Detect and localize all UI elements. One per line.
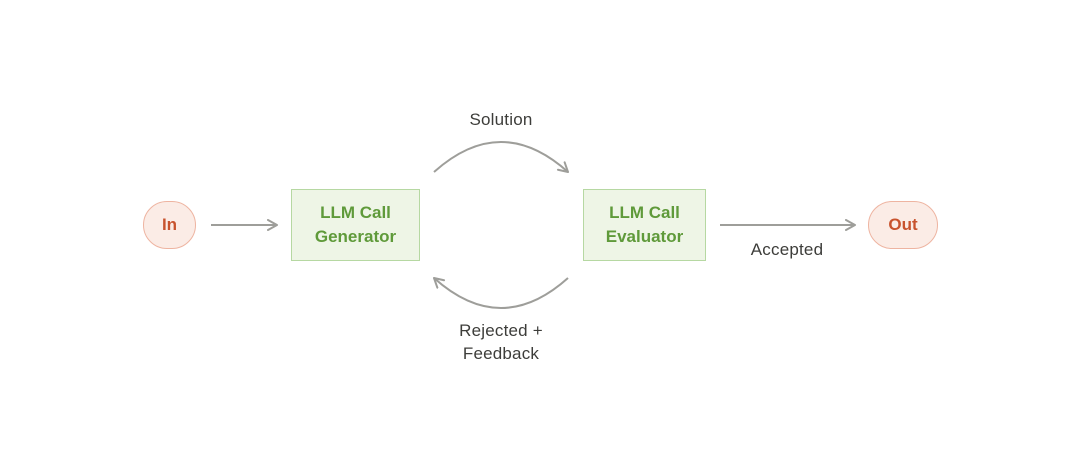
input-node: In: [143, 201, 196, 249]
accepted-label: Accepted: [750, 240, 824, 259]
generator-line2: Generator: [314, 227, 397, 246]
solution-label: Solution: [469, 110, 533, 129]
evaluator-line2: Evaluator: [605, 227, 684, 246]
output-node-label: Out: [888, 215, 918, 234]
input-node-label: In: [161, 215, 178, 234]
arrow-rejected-feedback: [433, 277, 569, 309]
generator-line1: LLM Call: [320, 203, 391, 222]
evaluator-node: LLM Call Evaluator: [583, 189, 706, 261]
rejected-line2: Feedback: [462, 344, 540, 363]
arrow-solution: [433, 141, 569, 173]
rejected-feedback-label: Rejected + Feedback: [431, 319, 571, 365]
generator-node: LLM Call Generator: [291, 189, 420, 261]
output-node: Out: [868, 201, 938, 249]
evaluator-line1: LLM Call: [609, 203, 680, 222]
rejected-line1: Rejected +: [459, 321, 543, 340]
